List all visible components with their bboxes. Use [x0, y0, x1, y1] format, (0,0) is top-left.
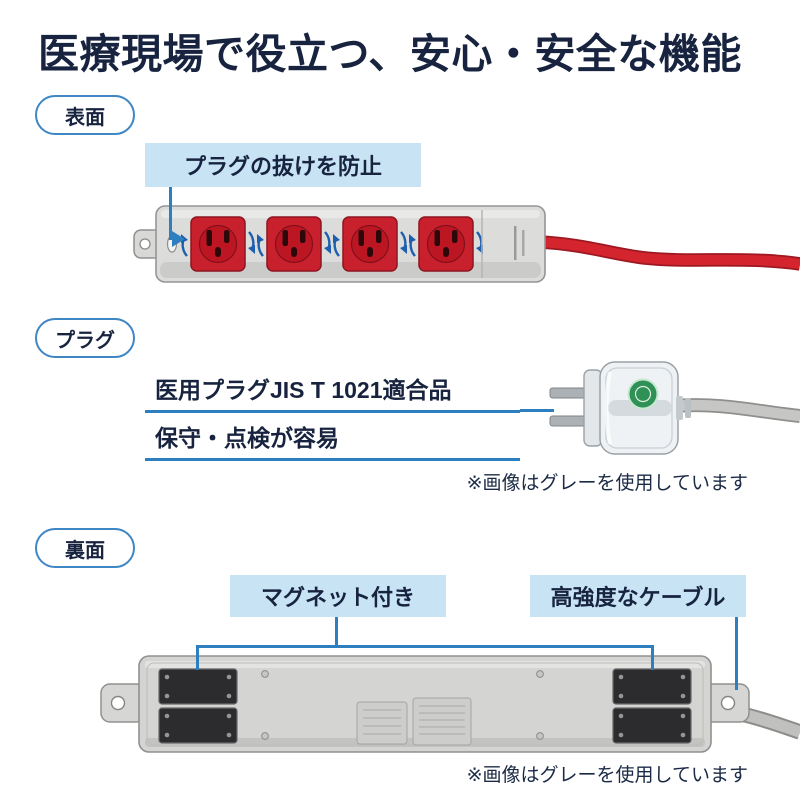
- page-title: 医療現場で役立つ、安心・安全な機能: [38, 31, 742, 77]
- section-label-back: 裏面: [35, 528, 135, 568]
- leader-line-magnet-span: [196, 645, 654, 648]
- plug-note: ※画像はグレーを使用しています: [350, 468, 748, 495]
- plug-feature-list: 医用プラグJIS T 1021適合品 保守・点検が容易: [145, 365, 520, 461]
- screw-icon: [261, 670, 544, 740]
- gray-cable-icon: [673, 398, 800, 423]
- outlet-icon: [179, 215, 257, 273]
- leader-line-cable: [735, 617, 738, 690]
- power-strip-front-illustration: [133, 205, 800, 283]
- magnet-icon: [158, 668, 238, 705]
- plug-feature-2-text: 保守・点検が容易: [155, 424, 339, 451]
- callout-plug-retention: プラグの抜けを防止: [145, 143, 421, 187]
- spec-label: [356, 701, 408, 745]
- plug-pins-icon: [549, 387, 589, 427]
- plug-feature-1-text: 医用プラグJIS T 1021適合品: [155, 376, 452, 403]
- outlet-icon: [331, 215, 409, 273]
- section-label-plug-text: プラグ: [55, 329, 115, 352]
- section-label-back-text: 裏面: [65, 539, 105, 562]
- magnet-icon: [158, 707, 238, 744]
- outlet-icon: [407, 215, 485, 273]
- leader-line-magnet-right: [651, 645, 654, 670]
- strain-relief: [676, 396, 691, 420]
- leader-line-front: [169, 187, 172, 240]
- strip-end-cap: [481, 210, 525, 278]
- magnet-icon: [612, 668, 692, 705]
- green-label-icon: [627, 378, 659, 410]
- mounting-hole-icon: [139, 238, 151, 250]
- back-note: ※画像はグレーを使用しています: [350, 760, 748, 787]
- plug-body: [583, 361, 679, 455]
- callout-magnet: マグネット付き: [230, 575, 446, 617]
- callout-cable-text: 高強度なケーブル: [550, 585, 726, 610]
- plug-feature-row: 保守・点検が容易: [145, 413, 520, 461]
- back-note-text: ※画像はグレーを使用しています: [466, 765, 748, 786]
- callout-magnet-text: マグネット付き: [260, 585, 415, 610]
- section-label-plug: プラグ: [35, 318, 135, 358]
- leader-line-plug: [520, 409, 554, 412]
- callout-plug-retention-text: プラグの抜けを防止: [183, 154, 382, 179]
- leader-line-magnet-stem: [335, 617, 338, 646]
- mounting-ear-icon: [702, 683, 750, 723]
- leader-line-magnet-left: [196, 645, 199, 670]
- spec-label: [412, 697, 472, 746]
- section-label-front: 表面: [35, 95, 135, 135]
- outlet-icon: [255, 215, 333, 273]
- section-label-front-text: 表面: [65, 106, 105, 129]
- plug-feature-row: 医用プラグJIS T 1021適合品: [145, 365, 520, 413]
- plug-illustration: [549, 361, 800, 455]
- plug-note-text: ※画像はグレーを使用しています: [466, 473, 748, 494]
- callout-cable: 高強度なケーブル: [530, 575, 746, 617]
- magnet-icon: [612, 707, 692, 744]
- red-cable-icon: [537, 235, 800, 271]
- leader-arrow-icon: [172, 231, 185, 247]
- power-strip-back-illustration: [100, 655, 800, 753]
